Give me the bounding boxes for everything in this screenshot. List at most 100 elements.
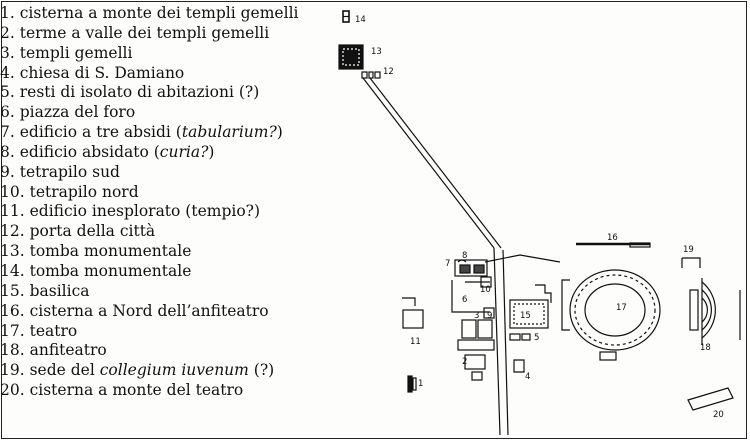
legend-number: 6. bbox=[0, 103, 15, 122]
legend-item: 14. tomba monumentale bbox=[0, 262, 298, 282]
cistern-1-shape bbox=[407, 375, 417, 393]
legend-item: 17. teatro bbox=[0, 322, 298, 342]
legend-text: chiesa di S. Damiano bbox=[19, 63, 185, 82]
legend-item: 20. cisterna a monte del teatro bbox=[0, 381, 298, 401]
plan-label-18: 18 bbox=[700, 343, 711, 353]
plan-label-13: 13 bbox=[371, 47, 382, 57]
legend-number: 15. bbox=[0, 281, 25, 300]
road-shape bbox=[362, 77, 502, 249]
legend-item: 19. sede del collegium iuvenum (?) bbox=[0, 361, 298, 381]
legend-number: 18. bbox=[0, 341, 25, 360]
unexplored-building-shape bbox=[402, 297, 424, 329]
legend-number: 4. bbox=[0, 63, 15, 82]
legend-text-suffix: (?) bbox=[248, 361, 275, 380]
legend-item: 13. tomba monumentale bbox=[0, 242, 298, 262]
plan-label-5: 5 bbox=[534, 333, 539, 343]
legend-item: 15. basilica bbox=[0, 282, 298, 302]
plan-label-15: 15 bbox=[520, 311, 531, 321]
plan-label-12: 12 bbox=[383, 67, 394, 77]
legend-text: edificio inesplorato (tempio?) bbox=[29, 202, 261, 221]
legend-text: terme a valle dei templi gemelli bbox=[19, 23, 270, 42]
legend-italic-text: curia? bbox=[159, 142, 209, 161]
plan-label-9: 9 bbox=[487, 311, 492, 321]
legend-text: porta della città bbox=[29, 222, 156, 241]
plan-label-8: 8 bbox=[462, 251, 467, 261]
legend-item: 9. tetrapilo sud bbox=[0, 163, 298, 183]
theatre-17-shape bbox=[561, 269, 661, 361]
legend-text-suffix: ) bbox=[208, 142, 215, 161]
legend-text: piazza del foro bbox=[19, 103, 136, 122]
legend-number: 20. bbox=[0, 381, 25, 400]
legend-number: 13. bbox=[0, 242, 25, 261]
legend-text: tetrapilo sud bbox=[19, 162, 120, 181]
legend-text: edificio absidato ( bbox=[19, 142, 160, 161]
legend-number: 12. bbox=[0, 222, 25, 241]
cardo-shape bbox=[484, 247, 561, 436]
legend-text: cisterna a Nord dell’anfiteatro bbox=[29, 301, 269, 320]
legend-text: tomba monumentale bbox=[29, 242, 192, 261]
housing-block-shape bbox=[509, 333, 531, 341]
legend-item: 5. resti di isolato di abitazioni (?) bbox=[0, 83, 298, 103]
legend-italic-text: tabularium? bbox=[181, 123, 277, 142]
legend-text: templi gemelli bbox=[19, 43, 133, 62]
legend-item: 3. templi gemelli bbox=[0, 44, 298, 64]
legend-text: basilica bbox=[29, 281, 90, 300]
legend-item: 6. piazza del foro bbox=[0, 103, 298, 123]
cistern-16-shape bbox=[576, 242, 651, 248]
plan-label-7: 7 bbox=[445, 259, 450, 269]
legend-number: 5. bbox=[0, 83, 15, 102]
legend-item: 7. edificio a tre absidi (tabularium?) bbox=[0, 123, 298, 143]
legend-text: cisterna a monte del teatro bbox=[29, 381, 244, 400]
legend-number: 9. bbox=[0, 162, 15, 181]
legend-text: resti di isolato di abitazioni (?) bbox=[19, 83, 260, 102]
legend-item: 10. tetrapilo nord bbox=[0, 183, 298, 203]
legend-item: 11. edificio inesplorato (tempio?) bbox=[0, 202, 298, 222]
legend-item: 8. edificio absidato (curia?) bbox=[0, 143, 298, 163]
legend-text-suffix: ) bbox=[276, 123, 283, 142]
legend-italic-text: collegium iuvenum bbox=[99, 361, 249, 380]
forum-north-buildings-shape bbox=[454, 259, 488, 277]
collegium-shape bbox=[681, 257, 701, 268]
legend-number: 10. bbox=[0, 182, 25, 201]
plan-label-10: 10 bbox=[480, 285, 491, 295]
forum-square-shape bbox=[451, 280, 490, 313]
legend-number: 8. bbox=[0, 142, 15, 161]
plan-label-4: 4 bbox=[525, 372, 530, 382]
gate-12-shape bbox=[361, 71, 381, 79]
legend-text: edificio a tre absidi ( bbox=[19, 123, 182, 142]
legend-number: 3. bbox=[0, 43, 15, 62]
legend-text: teatro bbox=[29, 321, 78, 340]
tomb-14-shape bbox=[342, 10, 350, 23]
legend-text: tomba monumentale bbox=[29, 261, 192, 280]
legend-number: 19. bbox=[0, 361, 25, 380]
legend-number: 1. bbox=[0, 4, 15, 22]
cistern-20-shape bbox=[687, 387, 734, 411]
basilica-shape bbox=[509, 284, 552, 329]
plan-label-19: 19 bbox=[683, 245, 694, 255]
plan-label-6: 6 bbox=[462, 295, 467, 305]
legend-item: 16. cisterna a Nord dell’anfiteatro bbox=[0, 302, 298, 322]
legend-number: 7. bbox=[0, 123, 15, 142]
tomb-13-shape bbox=[338, 44, 364, 70]
legend-text: anfiteatro bbox=[29, 341, 107, 360]
legend-number: 16. bbox=[0, 301, 25, 320]
legend-text: sede del bbox=[29, 361, 100, 380]
twin-temples-shape bbox=[457, 319, 495, 351]
legend-text: tetrapilo nord bbox=[29, 182, 139, 201]
plan-label-1: 1 bbox=[418, 379, 423, 389]
baths-shape bbox=[464, 354, 486, 381]
legend-number: 2. bbox=[0, 23, 15, 42]
legend-item: 2. terme a valle dei templi gemelli bbox=[0, 24, 298, 44]
legend-item: 4. chiesa di S. Damiano bbox=[0, 64, 298, 84]
plan-label-3: 3 bbox=[474, 311, 479, 321]
legend-item: 12. porta della città bbox=[0, 222, 298, 242]
amphitheatre-18-shape bbox=[689, 278, 741, 345]
legend-item: 1. cisterna a monte dei templi gemelli bbox=[0, 4, 298, 24]
plan-label-2: 2 bbox=[462, 357, 467, 367]
plan-label-11: 11 bbox=[410, 337, 421, 347]
church-shape bbox=[513, 359, 525, 373]
legend-number: 17. bbox=[0, 321, 25, 340]
